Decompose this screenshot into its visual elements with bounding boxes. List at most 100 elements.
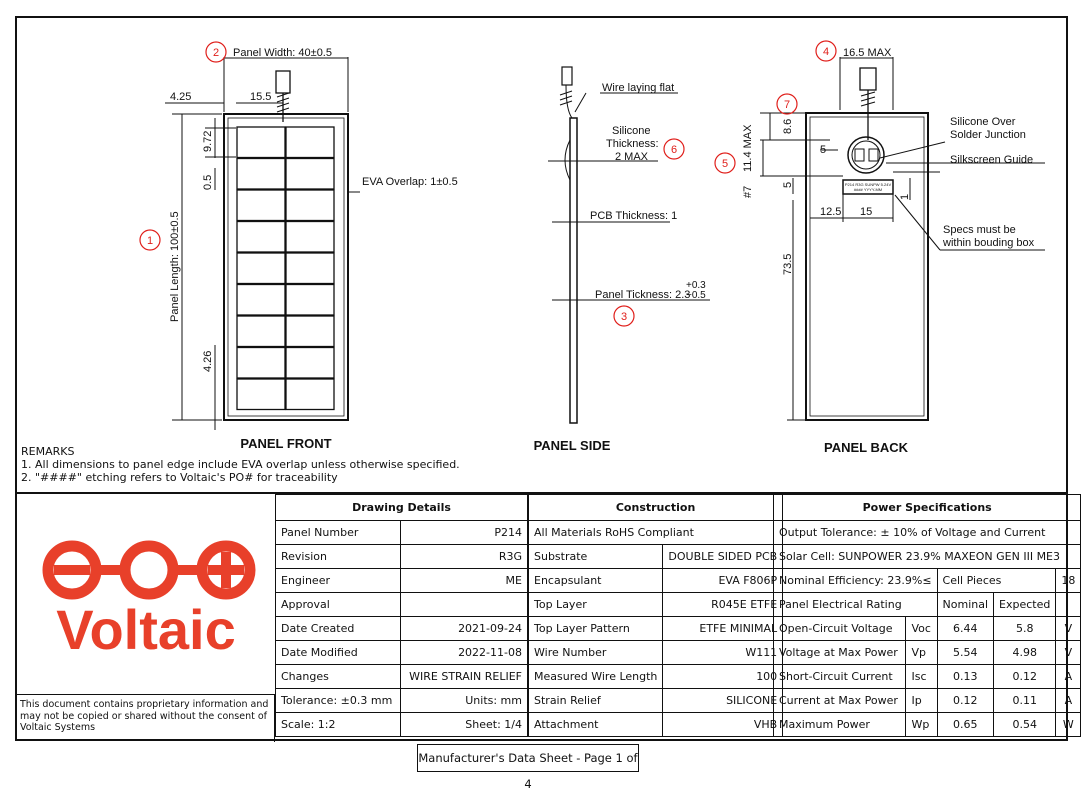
table-cell: 100	[662, 664, 784, 689]
solar-cell	[236, 283, 286, 316]
back-view	[760, 57, 1045, 421]
table-cell: Substrate	[527, 544, 664, 569]
table-cell: Approval	[274, 592, 402, 617]
construction-header: Construction	[527, 494, 784, 521]
table-cell: 0.65	[936, 712, 995, 737]
table-cell: Vp	[905, 640, 938, 665]
dim-8-6: 8.6	[782, 119, 794, 134]
table-cell: Isc	[905, 664, 938, 689]
title-block: Voltaic This document contains proprieta…	[16, 492, 1082, 742]
dim-5b: 5	[782, 182, 794, 188]
table-cell: 0.11	[993, 688, 1057, 713]
remarks-heading: REMARKS	[21, 445, 75, 458]
table-cell: P214	[400, 520, 528, 545]
solar-cell	[236, 378, 286, 411]
table-cell: V	[1055, 640, 1082, 665]
panel-length-label: Panel Length: 100±0.5	[169, 211, 181, 322]
table-cell: Measured Wire Length	[527, 664, 664, 689]
label-line-1: P214 R3G SUNPW 5.24V	[845, 182, 892, 187]
dim-1: 1	[899, 194, 911, 200]
logo-text: Voltaic	[56, 598, 235, 661]
table-cell: Top Layer Pattern	[527, 616, 664, 641]
back-view-title: PANEL BACK	[824, 440, 909, 455]
table-cell: Panel Electrical Rating	[773, 592, 938, 617]
table-cell: Nominal	[936, 592, 995, 617]
table-cell: Solar Cell: SUNPOWER 23.9% MAXEON GEN II…	[772, 544, 1082, 569]
table-cell: SILICONE	[662, 688, 784, 713]
table-cell: Date Modified	[274, 640, 402, 665]
table-cell: 18	[1055, 568, 1082, 593]
silicone-over-1: Silicone Over	[950, 116, 1016, 128]
dim-11-4: 11.4 MAX	[742, 124, 754, 172]
table-cell: Tolerance: ±0.3 mm	[274, 688, 402, 713]
table-cell: 2021-09-24	[400, 616, 528, 641]
solar-cell	[236, 252, 286, 285]
solar-cell	[236, 220, 286, 253]
table-cell: Maximum Power	[772, 712, 907, 737]
panel-thickness-label: Panel Tickness: 2.3	[595, 289, 690, 301]
logo-cell: Voltaic	[16, 494, 276, 694]
solar-cell	[236, 189, 286, 222]
dim-5a: 5	[820, 144, 826, 156]
dim-top: 9.72	[202, 131, 214, 152]
solar-cell	[285, 220, 335, 253]
table-cell: Encapsulant	[527, 568, 664, 593]
table-cell: Engineer	[274, 568, 402, 593]
width-max-label: 16.5 MAX	[843, 47, 892, 59]
table-cell: 0.12	[936, 688, 995, 713]
table-cell: R3G	[400, 544, 528, 569]
eva-overlap-label: EVA Overlap: 1±0.5	[362, 176, 458, 188]
table-cell: Wire Number	[527, 640, 664, 665]
table-cell: ETFE MINIMAL	[662, 616, 784, 641]
dim-73-5: 73.5	[782, 254, 794, 275]
front-view-title: PANEL FRONT	[240, 436, 331, 451]
table-cell: 0.54	[993, 712, 1057, 737]
front-view	[165, 57, 360, 430]
solar-cell	[236, 315, 286, 348]
drawing-details-header: Drawing Details	[275, 494, 528, 521]
remarks: REMARKS 1. All dimensions to panel edge …	[21, 445, 460, 484]
silicone-thickness-2: Thickness:	[606, 138, 659, 150]
silicone-thickness-3: 2 MAX	[615, 151, 649, 163]
remarks-line-2: 2. "####" etching refers to Voltaic's PO…	[21, 471, 338, 484]
solar-cell	[285, 189, 335, 222]
pcb-thickness-label: PCB Thickness: 1	[590, 210, 677, 222]
balloon-6: 6	[671, 144, 677, 156]
technical-drawing: 2 1 3 4 5 6 7 Panel Width: 40±0.5 4.25 1…	[139, 40, 1045, 455]
table-cell	[400, 592, 528, 617]
table-cell: Date Created	[274, 616, 402, 641]
specs-2: within bouding box	[942, 237, 1035, 249]
table-cell: 5.8	[993, 616, 1057, 641]
side-view	[548, 66, 710, 424]
table-cell: Ip	[905, 688, 938, 713]
table-cell: Wp	[905, 712, 938, 737]
balloon-7: 7	[784, 99, 790, 111]
solar-cell	[285, 157, 335, 190]
label-line-2: #### YYYY-MM	[854, 187, 882, 192]
table-cell: 5.54	[936, 640, 995, 665]
table-cell: 6.44	[936, 616, 995, 641]
table-cell: Open-Circuit Voltage	[772, 616, 907, 641]
table-cell: DOUBLE SIDED PCB	[662, 544, 784, 569]
table-cell: Short-Circuit Current	[772, 664, 907, 689]
wire-label: Wire laying flat	[602, 82, 674, 94]
table-cell: W111	[662, 640, 784, 665]
table-cell: Attachment	[527, 712, 664, 737]
dim-7: #7	[742, 186, 754, 198]
table-cell: Strain Relief	[527, 688, 664, 713]
dim-gap: 0.5	[202, 175, 214, 190]
balloon-4: 4	[823, 46, 829, 58]
construction-table: Construction All Materials RoHS Complian…	[527, 494, 784, 737]
solar-cell	[285, 126, 335, 159]
table-cell: VHB	[662, 712, 784, 737]
proprietary-note: This document contains proprietary infor…	[16, 694, 275, 742]
tolerance-minus: −0.5	[686, 290, 706, 301]
panel-width-label: Panel Width: 40±0.5	[233, 47, 332, 59]
table-cell: WIRE STRAIN RELIEF	[400, 664, 528, 689]
table-cell: Cell Pieces	[936, 568, 1057, 593]
dim-wire: 15.5	[250, 91, 271, 103]
table-cell: Sheet: 1/4	[400, 712, 528, 737]
table-cell: Changes	[274, 664, 402, 689]
balloon-1: 1	[147, 235, 153, 247]
